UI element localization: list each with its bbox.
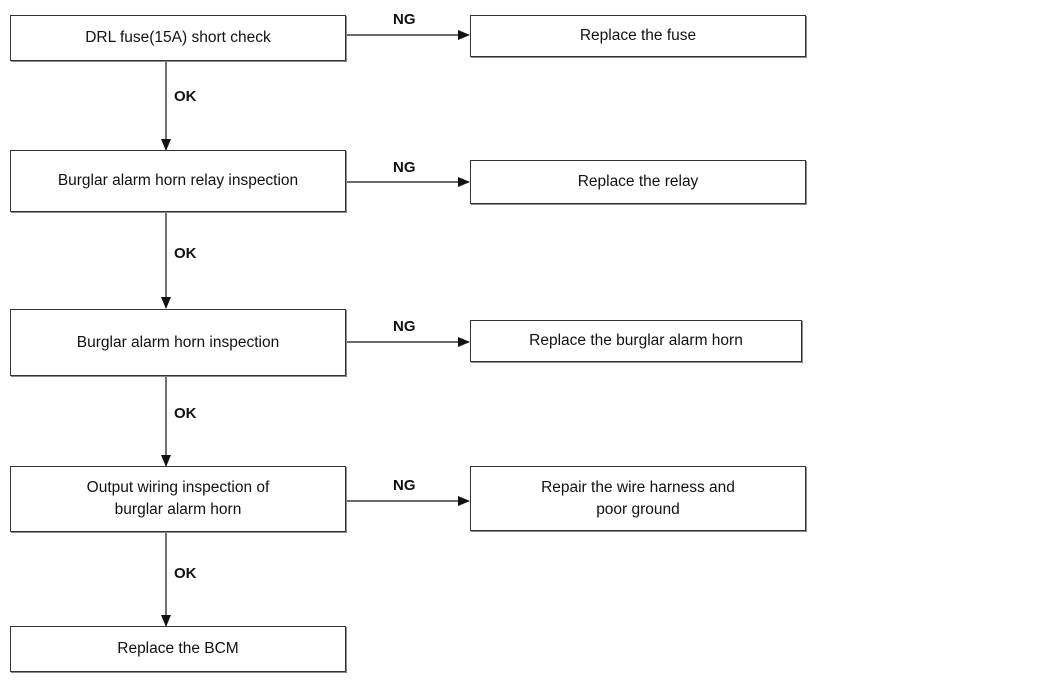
step-1-ng-action-text: Replace the fuse [579, 27, 697, 44]
step-2-ng-action-box: Replace the relay [470, 160, 806, 204]
ng-label-2: NG [393, 159, 416, 176]
step-3-check-text: Burglar alarm horn inspection [76, 333, 280, 351]
ok-label-2: OK [174, 245, 197, 262]
ng-label-3: NG [393, 318, 416, 335]
step-4-ng-action-box: Repair the wire harness and poor ground [470, 466, 806, 531]
step-1-check-box: DRL fuse(15A) short check [10, 15, 346, 61]
ok-label-1: OK [174, 88, 197, 105]
final-bcm-box: Replace the BCM [10, 626, 346, 672]
step-3-ng-action-box: Replace the burglar alarm horn [470, 320, 802, 362]
final-bcm-text: Replace the BCM [117, 640, 239, 657]
ok-label-4: OK [174, 565, 197, 582]
step-2-check-box: Burglar alarm horn relay inspection [10, 150, 346, 212]
step-4-check-box: Output wiring inspection of burglar alar… [10, 466, 346, 532]
step-2-ng-action-text: Replace the relay [577, 173, 699, 190]
step-4-ng-action-text: Repair the wire harness and poor ground [541, 478, 735, 518]
step-3-check-box: Burglar alarm horn inspection [10, 309, 346, 376]
step-3-ng-action-text: Replace the burglar alarm horn [529, 332, 743, 349]
ng-label-4: NG [393, 477, 416, 494]
ok-label-3: OK [174, 405, 197, 422]
step-1-ng-action-box: Replace the fuse [470, 15, 806, 57]
ng-label-1: NG [393, 11, 416, 28]
step-1-check-text: DRL fuse(15A) short check [85, 29, 271, 46]
step-2-check-text: Burglar alarm horn relay inspection [57, 172, 299, 189]
step-4-check-text: Output wiring inspection of burglar alar… [86, 479, 270, 518]
